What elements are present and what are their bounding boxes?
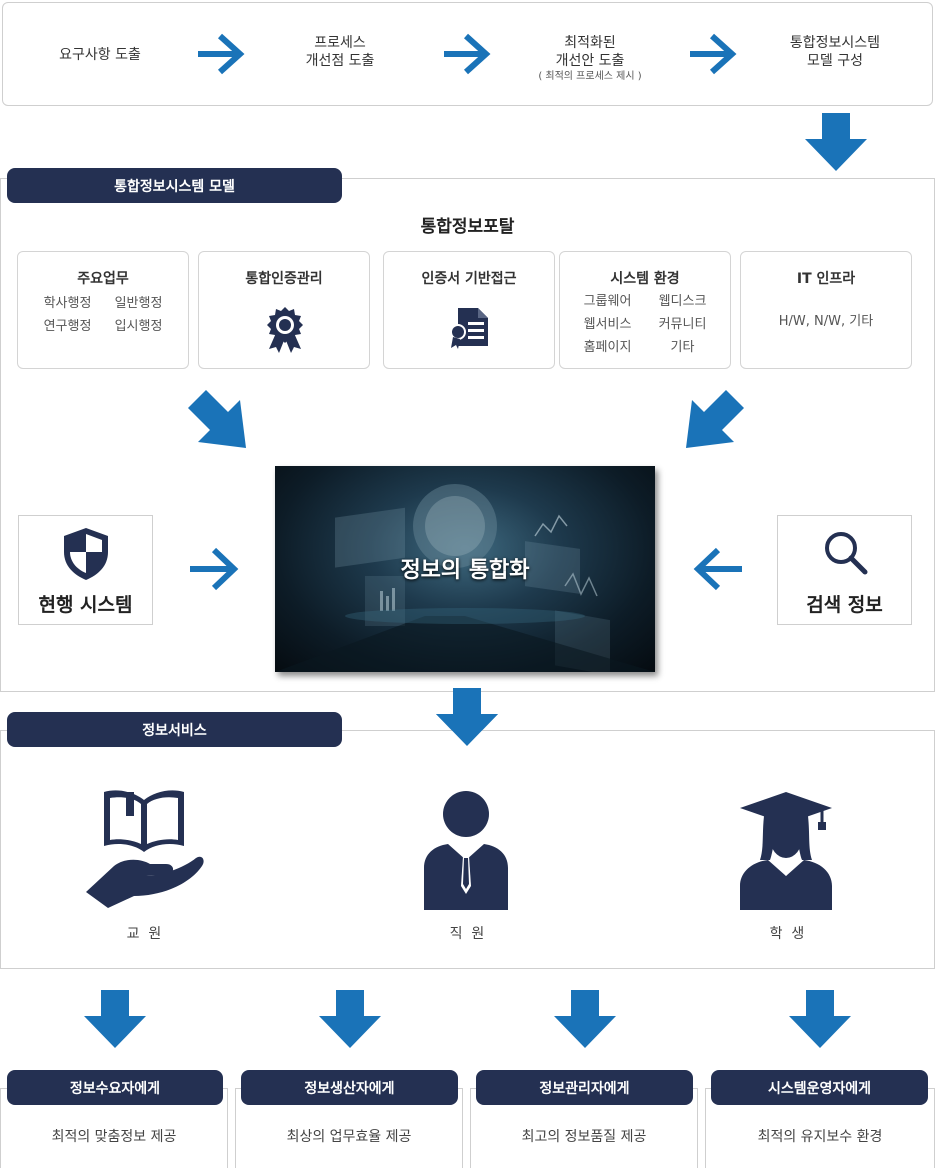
arrow-down-icon: [805, 113, 867, 171]
outcome-desc: 최상의 업무효율 제공: [286, 1129, 412, 1145]
certificate-document-icon: [450, 308, 488, 349]
step-note: ( 최적의 프로세스 제시 ): [538, 71, 642, 82]
outcome-title-text: 시스템운영자에게: [767, 1080, 872, 1097]
book-hand-icon: [86, 790, 204, 908]
card-title: IT 인프라: [796, 271, 856, 287]
search-info-box: 검색 정보: [777, 515, 912, 625]
card-title: 통합인증관리: [245, 271, 323, 287]
outcome-title: 정보수요자에게: [7, 1070, 223, 1105]
shield-icon: [64, 528, 108, 580]
staff-person-icon: [424, 791, 508, 910]
card-item: 학사행정: [43, 296, 92, 311]
step-label: 개선점 도출: [305, 53, 375, 69]
role-professor: 교 원: [126, 926, 162, 942]
integration-image: 정보의 통합화: [275, 466, 655, 672]
card-item: 연구행정: [43, 319, 92, 334]
current-system-box: 현행 시스템: [18, 515, 153, 625]
graduate-student-icon: [740, 792, 832, 910]
card-item: 웹디스크: [658, 294, 707, 309]
card-item: 커뮤니티: [658, 317, 707, 332]
card-it-infra: IT 인프라 H/W, N/W, 기타: [740, 251, 912, 369]
arrow-down-icon: [319, 990, 381, 1048]
card-item: 기타: [670, 340, 695, 355]
process-step-2: 프로세스 개선점 도출: [280, 34, 400, 70]
portal-title-text: 통합정보포탈: [420, 217, 515, 237]
model-header: 통합정보시스템 모델: [7, 168, 342, 203]
service-header: 정보서비스: [7, 712, 342, 747]
card-desc: H/W, N/W, 기타: [778, 314, 874, 329]
role-student: 학 생: [769, 926, 805, 942]
card-auth: 통합인증관리: [198, 251, 370, 369]
outcome-desc: 최적의 유지보수 환경: [757, 1129, 883, 1145]
arrow-left-icon: [693, 547, 742, 591]
outcome-desc: 최고의 정보품질 제공: [521, 1129, 647, 1145]
card-main-work: 주요업무 학사행정 일반행정 연구행정 입시행정: [17, 251, 189, 369]
arrow-diagonal-down-left-icon: [686, 390, 744, 448]
outcome-title: 정보생산자에게: [241, 1070, 458, 1105]
award-ribbon-icon: [267, 307, 303, 353]
outcome-title-text: 정보관리자에게: [539, 1080, 630, 1097]
outcome-title: 정보관리자에게: [476, 1070, 693, 1105]
card-title: 주요업무: [77, 271, 129, 287]
step-label: 통합정보시스템: [789, 35, 881, 51]
outcome-title: 시스템운영자에게: [711, 1070, 928, 1105]
card-item: 입시행정: [114, 319, 163, 334]
arrow-right-icon: [190, 547, 239, 591]
tech-background-graphic: [275, 484, 655, 672]
portal-title: 통합정보포탈: [0, 212, 935, 237]
card-system-env: 시스템 환경 그룹웨어 웹디스크 웹서비스 커뮤니티 홈페이지 기타: [559, 251, 731, 369]
model-header-label: 통합정보시스템 모델: [114, 178, 235, 195]
card-item: 그룹웨어: [583, 294, 632, 309]
outcome-title-text: 정보생산자에게: [304, 1080, 395, 1097]
step-label: 최적화된: [564, 35, 616, 51]
process-step-3: 최적화된 개선안 도출 ( 최적의 프로세스 제시 ): [515, 34, 665, 84]
process-step-4: 통합정보시스템 모델 구성: [770, 34, 900, 70]
arrow-right-icon: [690, 33, 737, 75]
card-item: 웹서비스: [583, 317, 632, 332]
arrow-down-icon: [554, 990, 616, 1048]
center-label: 정보의 통합화: [400, 558, 530, 583]
outcome-title-text: 정보수요자에게: [69, 1080, 161, 1097]
arrow-down-icon: [789, 990, 851, 1048]
outcome-desc: 최적의 맞춤정보 제공: [51, 1129, 177, 1145]
arrow-down-icon: [436, 688, 498, 746]
arrow-down-icon: [84, 990, 146, 1048]
search-info-label: 검색 정보: [806, 594, 883, 616]
card-item: 홈페이지: [583, 340, 632, 355]
service-header-label: 정보서비스: [142, 722, 207, 739]
step-label: 개선안 도출: [555, 53, 625, 69]
current-system-label: 현행 시스템: [38, 594, 133, 616]
step-label: 모델 구성: [807, 53, 863, 69]
role-staff: 직 원: [449, 926, 485, 942]
card-title: 인증서 기반접근: [421, 271, 517, 287]
arrow-right-icon: [444, 33, 491, 75]
magnifier-icon: [825, 532, 868, 575]
card-title: 시스템 환경: [610, 271, 680, 287]
step-label: 요구사항 도출: [59, 47, 141, 63]
card-certificate: 인증서 기반접근: [383, 251, 555, 369]
step-label: 프로세스: [314, 35, 366, 51]
card-item: 일반행정: [114, 296, 163, 311]
arrow-right-icon: [198, 33, 245, 75]
process-step-1: 요구사항 도출: [40, 46, 160, 64]
arrow-diagonal-down-right-icon: [188, 390, 246, 448]
